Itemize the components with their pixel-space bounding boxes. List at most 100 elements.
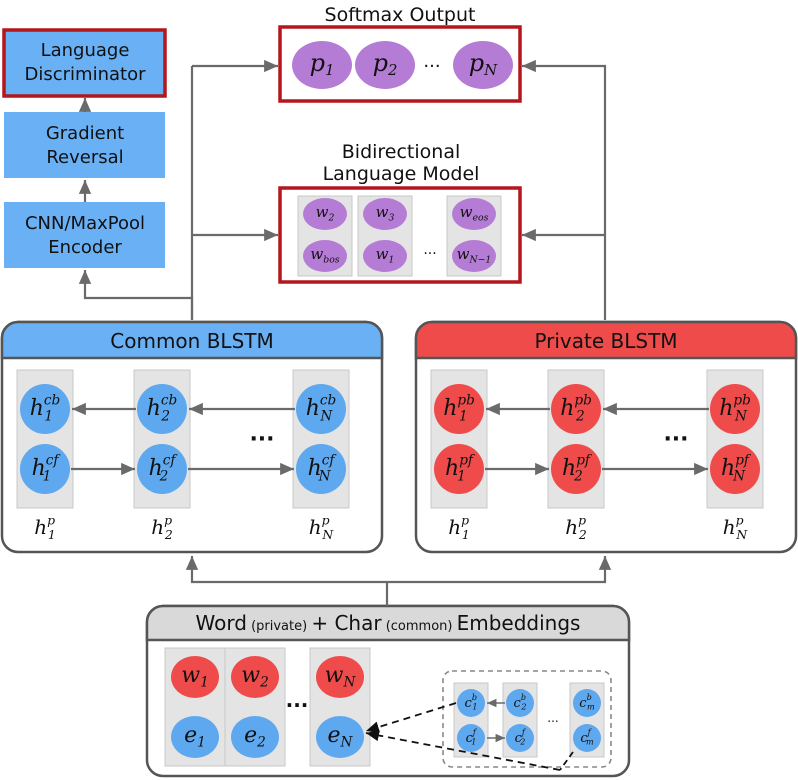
char-to-embedding-arrow-top: [365, 702, 457, 733]
common_blstm-forward-node-3: [296, 444, 346, 494]
lm-ellipsis: ···: [423, 246, 436, 262]
private_blstm-forward-node-1: [434, 444, 484, 494]
softmax-node-label-2: p2: [373, 49, 398, 80]
arrow-embeddings-to-private: [387, 556, 612, 584]
char-to-embedding-line-a: [559, 751, 574, 771]
char-forward-node-1: [457, 724, 485, 752]
word-node-3: [316, 656, 364, 698]
lm-top-node-3: [452, 198, 496, 230]
private_blstm-header: [414, 320, 798, 360]
embeddings-title-word: Word: [196, 611, 247, 635]
word-node-2: [231, 656, 279, 698]
char-lstm-box: [442, 670, 612, 768]
embeddings-title-char-note: (common): [382, 619, 457, 634]
discriminator-line2: Discriminator: [25, 64, 147, 85]
char-backward-node-3: [573, 689, 601, 717]
lm-top-node-1: [303, 198, 347, 230]
encoder-line1: CNN/MaxPool: [25, 213, 145, 234]
softmax-node-2: [355, 41, 415, 89]
lm-top-node-2: [363, 198, 407, 230]
char-node-1: [171, 716, 219, 758]
lm-bottom-node-3: [452, 240, 496, 272]
char-to-embedding-arrow-bottom: [365, 729, 561, 771]
gradient-reversal-line2: Reversal: [46, 147, 123, 168]
lm-top-label-2: w3: [376, 203, 395, 223]
char-label-1: e1: [184, 723, 206, 750]
embeddings-title-embeddings: Embeddings: [457, 611, 581, 635]
common_blstm-ellipsis: ···: [249, 427, 274, 452]
embeddings-title: Word (private) + Char (common) Embedding…: [196, 611, 581, 635]
common_blstm-forward-node-1: [20, 444, 70, 494]
private_blstm-backward-node-3: [710, 384, 760, 434]
word-node-1: [171, 656, 219, 698]
lm-bottom-label-2: w1: [376, 245, 395, 265]
word-label-3: wN: [325, 663, 357, 690]
arrow-common-to-encoder: [78, 270, 194, 320]
private_blstm-backward-node-2: [551, 384, 601, 434]
encoder-line2: Encoder: [48, 237, 122, 258]
softmax-title: Softmax Output: [325, 4, 476, 26]
lm-top-label-3: weos: [460, 203, 489, 223]
arrow-embeddings-to-common: [185, 556, 387, 584]
gradient-reversal-line1: Gradient: [46, 123, 124, 144]
common_blstm-backward-node-3: [296, 384, 346, 434]
char-label-3: eN: [328, 723, 354, 750]
lm-title-line1: Bidirectional: [342, 141, 461, 163]
common_blstm-forward-node-2: [137, 444, 187, 494]
discriminator-line1: Language: [41, 40, 130, 61]
char-forward-node-2: [506, 724, 534, 752]
softmax-node-1: [292, 41, 352, 89]
private_blstm-forward-node-2: [551, 444, 601, 494]
embeddings-title-plus: +: [311, 611, 334, 635]
softmax-ellipsis: ···: [423, 56, 440, 77]
embeddings-header: [145, 604, 631, 642]
char-node-3: [316, 716, 364, 758]
softmax-nodes: p1 p2 pN ···: [292, 41, 513, 89]
private_blstm-title: Private BLSTM: [534, 329, 677, 353]
lm-bottom-label-3: wN−1: [457, 245, 492, 265]
common_blstm-header: [0, 320, 384, 360]
private_blstm-backward-node-1: [434, 384, 484, 434]
char-forward-node-3: [573, 724, 601, 752]
lm-title-line2: Language Model: [323, 163, 480, 185]
embedding-ellipsis: ···: [286, 693, 309, 717]
embeddings-panel: Word (private) + Char (common) Embedding…: [145, 604, 631, 778]
private_blstm-forward-node-3: [710, 444, 760, 494]
softmax-node-3: [453, 41, 513, 89]
softmax-node-label-3: pN: [469, 49, 498, 80]
common_blstm-backward-node-2: [137, 384, 187, 434]
arrow-private-to-softmax: [522, 59, 607, 320]
language-discriminator-box: Language Discriminator: [2, 28, 167, 98]
gradient-reversal-box: Gradient Reversal: [4, 112, 165, 178]
cnn-encoder-box: CNN/MaxPool Encoder: [4, 202, 165, 268]
lm-bottom-label-1: wbos: [310, 245, 339, 265]
char-backward-node-1: [457, 689, 485, 717]
char-label-2: e2: [244, 723, 266, 750]
softmax-node-label-1: p1: [310, 49, 335, 80]
char-backward-node-2: [506, 689, 534, 717]
